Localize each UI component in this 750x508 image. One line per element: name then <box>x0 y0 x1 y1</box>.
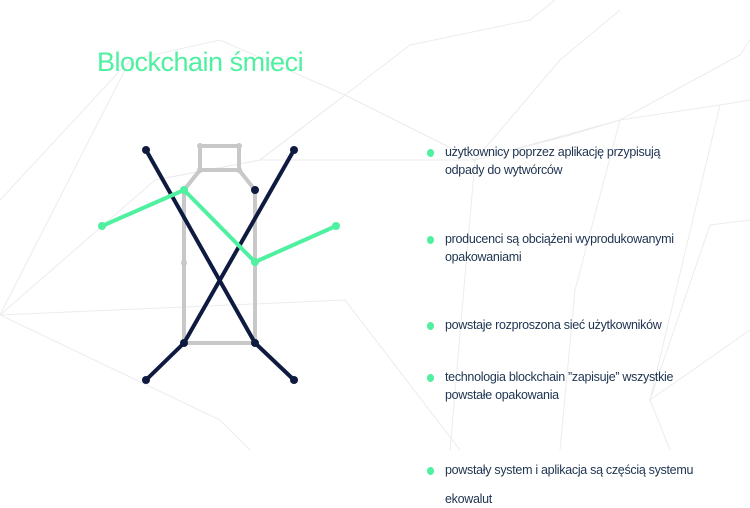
bullet-text-line1: użytkownicy poprzez aplikację przypisują <box>445 145 661 159</box>
bullet-text-line1: powstaje rozproszona sieć użytkowników <box>445 318 662 332</box>
bullet-item: powstaje rozproszona sieć użytkowników <box>425 316 725 334</box>
bullet-text-line2: odpady do wytwórców <box>445 163 563 177</box>
bullet-item: producenci są obciążeni wyprodukowanymi … <box>425 230 725 266</box>
slide-title: Blockchain śmieci <box>97 47 304 77</box>
bullet-dot-icon <box>427 322 434 330</box>
background-polygon-lines <box>0 0 750 450</box>
bullet-text-line1: technologia blockchain ”zapisuje” wszyst… <box>445 370 674 384</box>
bullet-item: technologia blockchain ”zapisuje” wszyst… <box>425 368 725 404</box>
bullet-dot-icon <box>427 236 434 244</box>
bullet-text-line1: producenci są obciążeni wyprodukowanymi <box>445 232 674 246</box>
bullet-item: użytkownicy poprzez aplikację przypisują… <box>425 143 725 179</box>
bullet-list: użytkownicy poprzez aplikację przypisują… <box>425 143 725 506</box>
crossed-out-bottle-icon <box>98 143 340 384</box>
bullet-text-line2: opakowaniami <box>445 250 522 264</box>
bullet-item: powstały system i aplikacja są częścią s… <box>425 461 725 508</box>
bullet-text-line1: powstały system i aplikacja są częścią s… <box>445 463 694 477</box>
bullet-text-line2: ekowalut <box>445 492 492 506</box>
bullet-text-line2: powstałe opakowania <box>445 388 559 402</box>
bullet-dot-icon <box>427 149 434 157</box>
bullet-dot-icon <box>427 467 434 475</box>
bullet-dot-icon <box>427 374 434 382</box>
